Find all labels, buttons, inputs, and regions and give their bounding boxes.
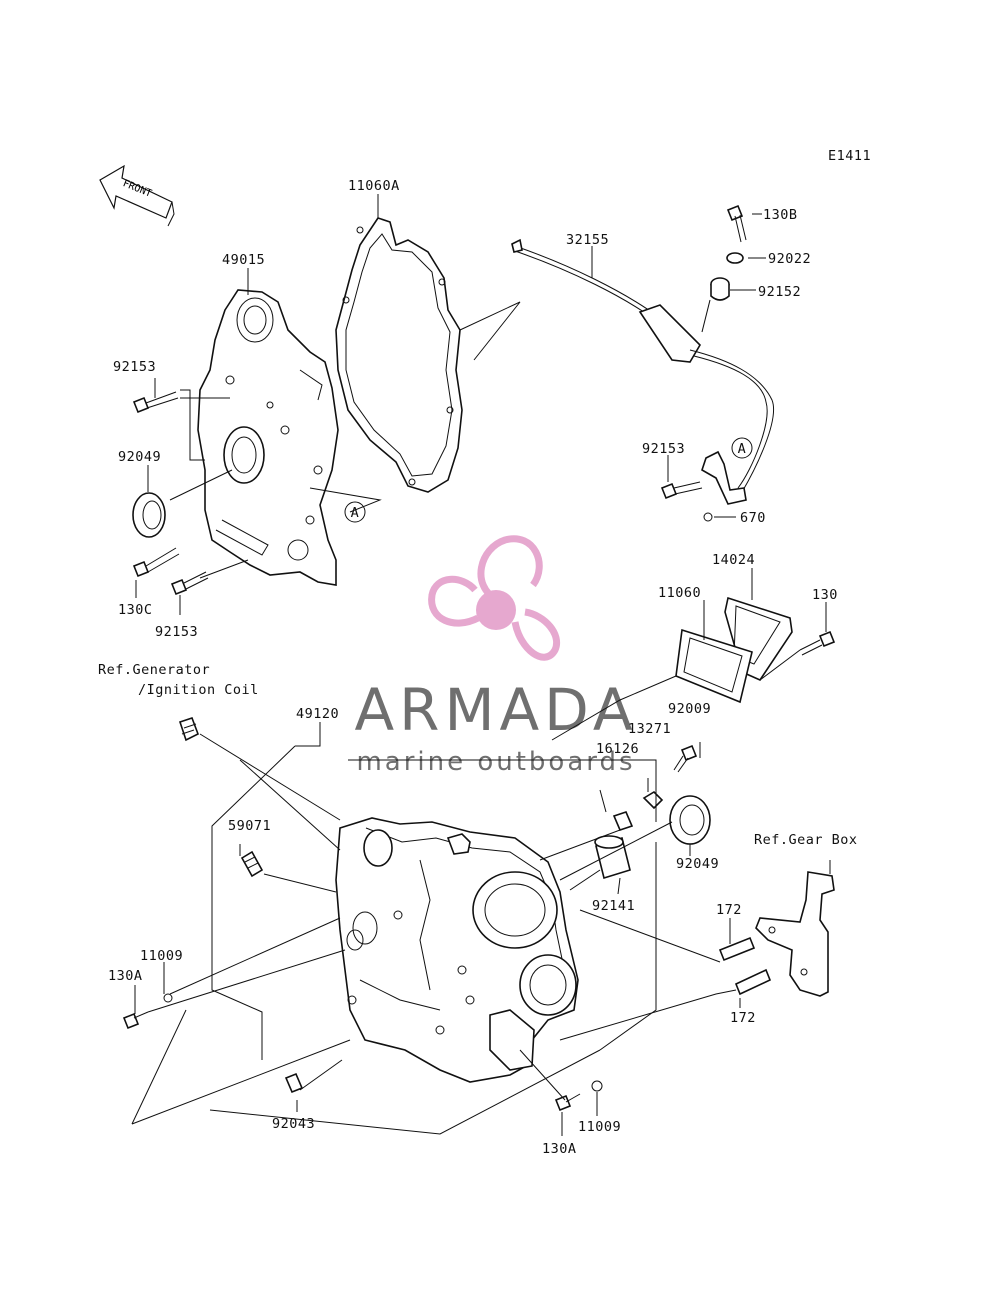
label-49120: 49120 (296, 706, 339, 722)
label-130B: 130B (763, 207, 798, 223)
crankcase-49120 (335, 817, 579, 1083)
gasket-11060A (335, 217, 463, 493)
label-11009-a: 11009 (140, 948, 183, 964)
label-92153-b: 92153 (155, 624, 198, 640)
label-11009-b: 11009 (578, 1119, 621, 1135)
label-ref-generator-1: Ref.Generator (98, 662, 210, 678)
dipstick-bracket (701, 450, 747, 505)
bolt-92153-lower (170, 571, 209, 596)
front-cover-49015 (197, 289, 339, 586)
label-ref-gearbox: Ref.Gear Box (754, 832, 858, 848)
nut-13271 (642, 790, 664, 810)
label-130A-a: 130A (108, 968, 143, 984)
bolt-130C (132, 547, 180, 578)
label-670: 670 (740, 510, 766, 526)
label-13271: 13271 (628, 721, 671, 737)
diagram-code: E1411 (828, 148, 871, 164)
bolt-130B (726, 204, 747, 243)
label-172-b: 172 (730, 1010, 756, 1026)
plug-59071 (240, 850, 264, 878)
label-92049-a: 92049 (118, 449, 161, 465)
leaders-top-left (135, 194, 521, 615)
leaders-cover (551, 568, 827, 741)
label-92022: 92022 (768, 251, 811, 267)
label-92141: 92141 (592, 898, 635, 914)
label-130A-b: 130A (542, 1141, 577, 1157)
label-92009: 92009 (668, 701, 711, 717)
part-labels: E1411 11060A 49015 92153 92049 130C 9215… (98, 148, 871, 1157)
stud-172-upper (718, 936, 756, 962)
front-arrow: FRONT (99, 164, 175, 227)
label-49015: 49015 (222, 252, 265, 268)
svg-text:A: A (738, 441, 747, 457)
leaders-crankcase (131, 722, 831, 1136)
label-92153-c: 92153 (642, 441, 685, 457)
label-11060: 11060 (658, 585, 701, 601)
label-92152: 92152 (758, 284, 801, 300)
grommet-92152 (710, 277, 730, 301)
label-92153-a: 92153 (113, 359, 156, 375)
callout-A-right: A (731, 437, 753, 459)
screw-92009 (673, 744, 698, 773)
callout-A-left: A (344, 501, 366, 523)
leaders-dipstick (591, 213, 766, 518)
pin-16126 (612, 811, 634, 831)
oring-670 (703, 512, 713, 522)
oil-seal-92049-top (132, 492, 166, 538)
label-59071: 59071 (228, 818, 271, 834)
bolt-130A-bottom (554, 1093, 581, 1112)
label-92043: 92043 (272, 1116, 315, 1132)
propeller-logo (428, 535, 561, 661)
washer-92022 (726, 252, 744, 264)
label-130C: 130C (118, 602, 153, 618)
watermark-tagline: marine outboards (356, 747, 635, 777)
washer-11009-left (163, 993, 173, 1003)
watermark-brand: ARMADA (354, 676, 637, 744)
label-14024: 14024 (712, 552, 755, 568)
washer-11009-bottom (591, 1080, 603, 1092)
dipstick-32155 (511, 238, 774, 493)
label-11060A: 11060A (348, 178, 400, 194)
label-172-a: 172 (716, 902, 742, 918)
label-16126: 16126 (596, 741, 639, 757)
bushing-92141 (594, 835, 631, 880)
label-130: 130 (812, 587, 838, 603)
stud-172-lower (734, 968, 772, 996)
bolt-130A-left (122, 1011, 149, 1030)
propeller-hub (476, 590, 516, 630)
bracket-ref-gearbox (755, 871, 835, 997)
bolt-130 (799, 630, 836, 656)
bolt-92153-top (132, 391, 179, 414)
armada-watermark: ARMADA marine outboards (354, 535, 637, 777)
svg-text:A: A (351, 505, 360, 521)
gasket-11060 (675, 628, 753, 704)
pin-92043 (284, 1072, 304, 1094)
bolt-92153-dipstick (660, 481, 703, 500)
sensor-ref-generator (178, 716, 200, 742)
label-32155: 32155 (566, 232, 609, 248)
label-ref-generator-2: /Ignition Coil (138, 682, 259, 698)
oil-seal-92049-right (669, 795, 711, 845)
label-92049-b: 92049 (676, 856, 719, 872)
